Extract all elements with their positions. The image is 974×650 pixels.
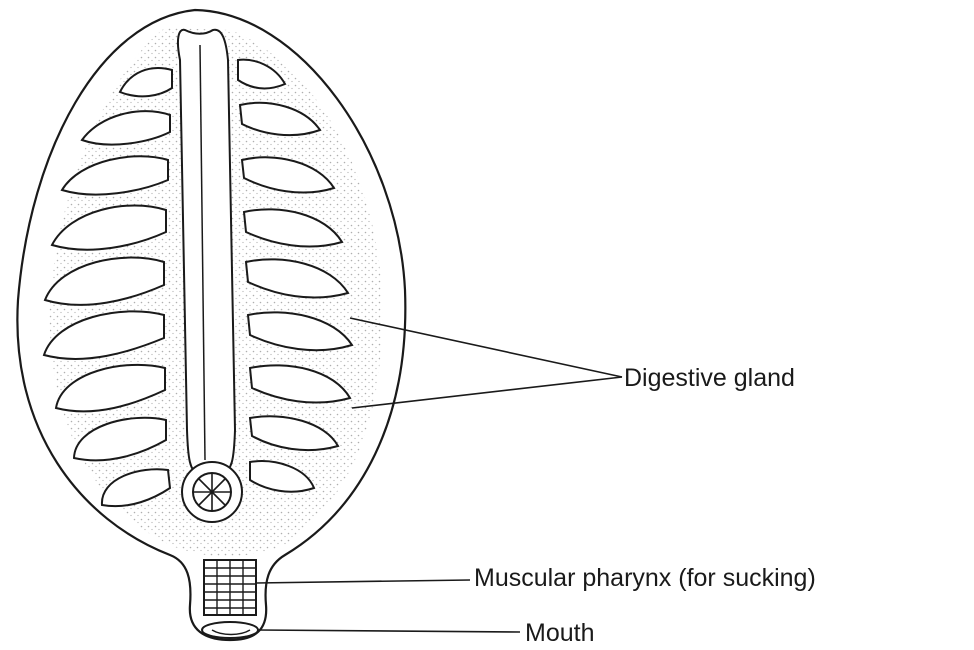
crop-tube bbox=[178, 30, 235, 475]
leader-mouth bbox=[258, 630, 520, 632]
label-digestive-gland: Digestive gland bbox=[624, 366, 795, 391]
leader-gland-upper bbox=[350, 318, 622, 377]
leader-gland-lower bbox=[352, 377, 622, 408]
label-muscular-pharynx: Muscular pharynx (for sucking) bbox=[474, 566, 816, 591]
label-mouth: Mouth bbox=[525, 621, 594, 646]
leader-pharynx bbox=[256, 580, 470, 583]
left-caeca bbox=[44, 68, 172, 506]
